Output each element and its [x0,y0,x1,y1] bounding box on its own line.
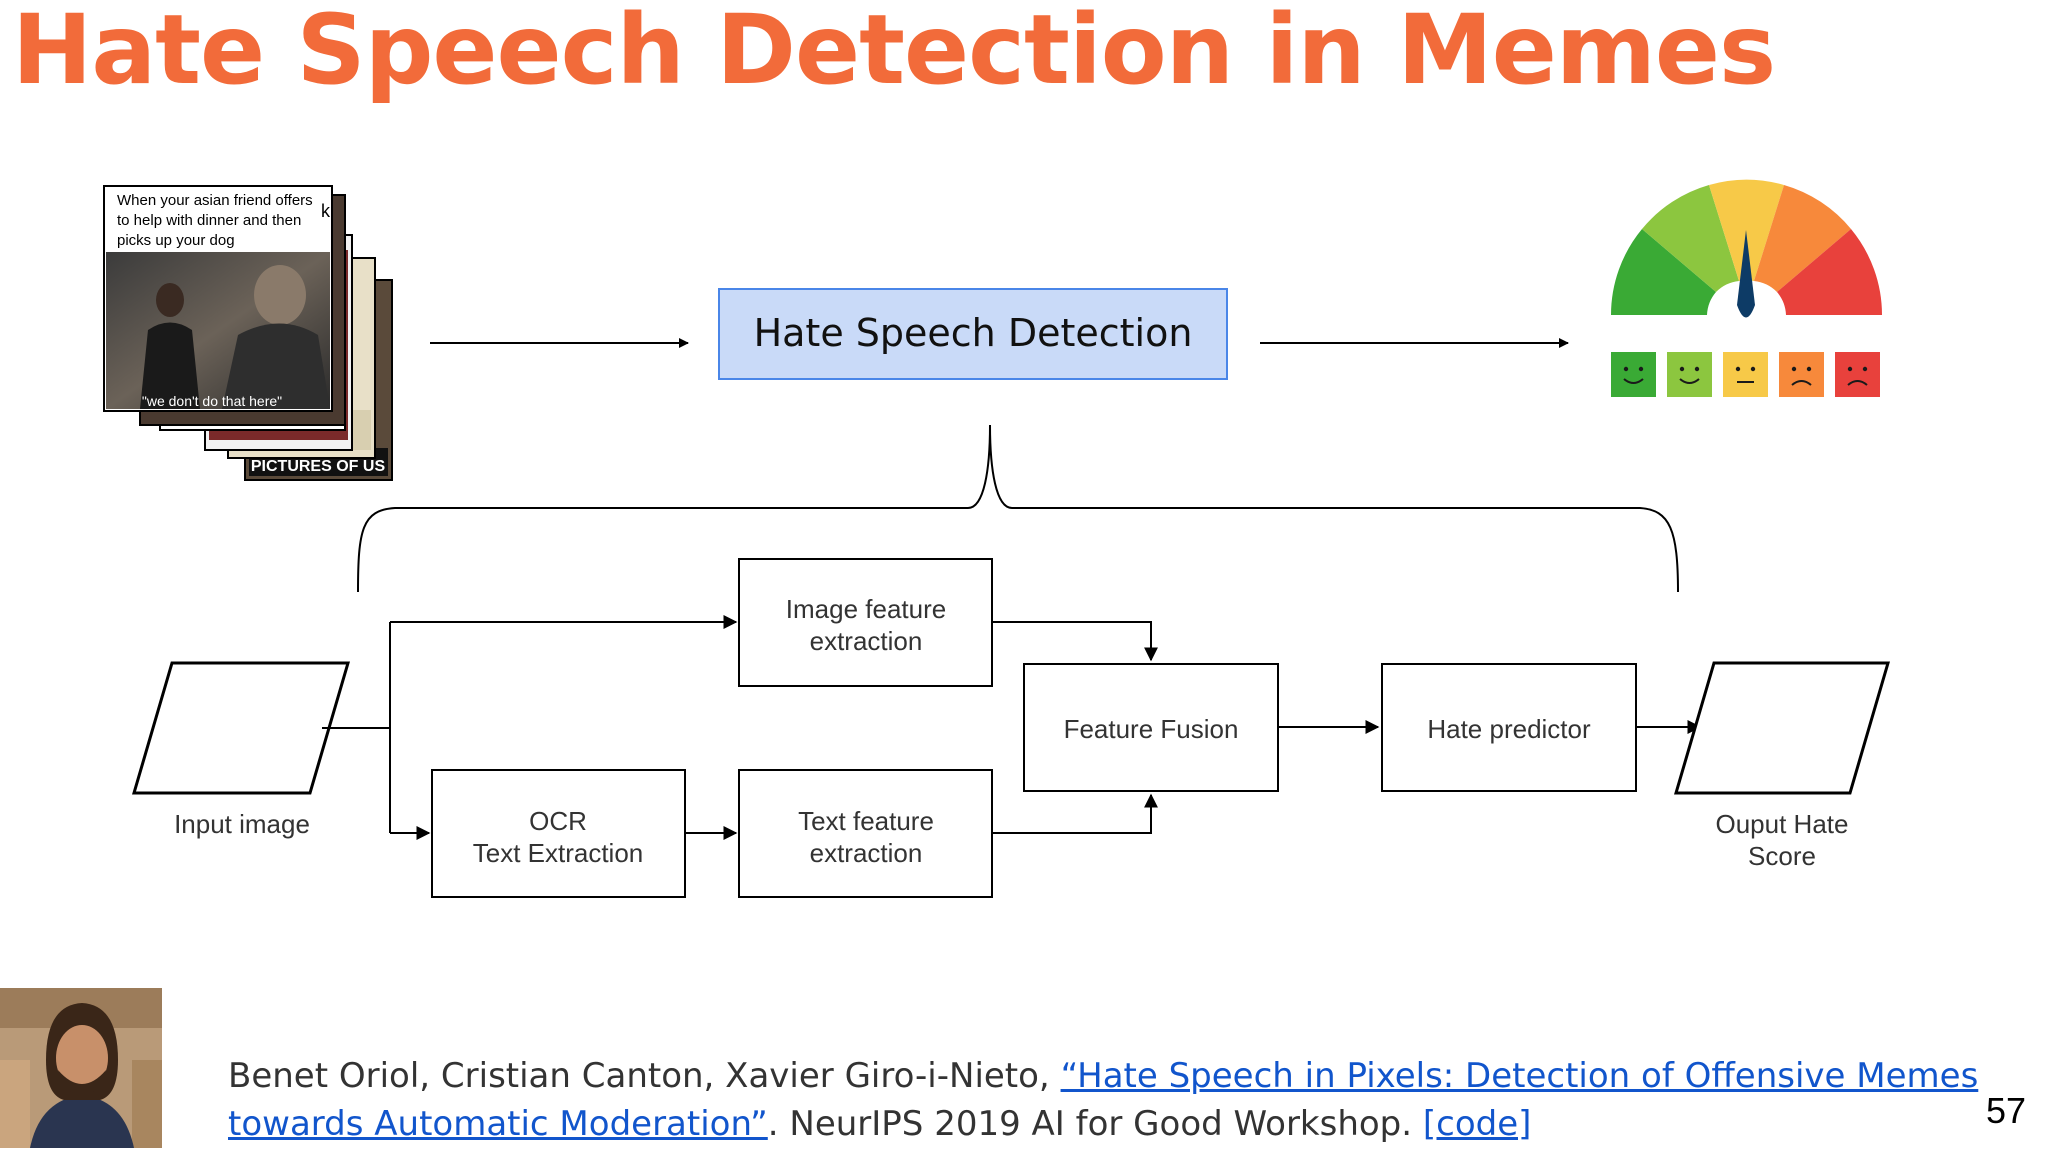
citation-authors: Benet Oriol, Cristian Canton, Xavier Gir… [228,1056,1061,1096]
face-scale [1611,352,1880,397]
hate-speech-detection-label: Hate Speech Detection [754,311,1193,355]
author-avatar [0,988,162,1148]
meme-caption-line-1: When your asian friend offers [117,192,313,209]
citation-line-1: Benet Oriol, Cristian Canton, Xavier Gir… [228,1052,1978,1100]
citation: Benet Oriol, Cristian Canton, Xavier Gir… [228,1052,1978,1148]
hate-score-gauge [1611,179,1882,318]
hate-predictor-label: Hate predictor [1427,714,1591,744]
ocr-line-2: Text Extraction [473,838,644,868]
meme-stack: PICTURES OF US k When your asian friend … [103,185,393,481]
arrow-image-feature-to-fusion [993,621,1158,662]
code-link[interactable]: [code] [1422,1104,1532,1144]
input-image-label: Input image [174,809,310,839]
meme-quote: "we don't do that here" [142,393,282,409]
citation-line-2: towards Automatic Moderation”. NeurIPS 2… [228,1100,1978,1148]
face-happy-icon [1667,352,1712,397]
paper-link-continued[interactable]: towards Automatic Moderation” [228,1104,768,1144]
feature-fusion-label: Feature Fusion [1064,714,1239,744]
meme-back-caption: PICTURES OF US [251,458,386,475]
arrow-text-feature-to-fusion [993,793,1158,834]
image-feature-line-1: Image feature [786,594,946,624]
hate-predictor-box [1381,663,1637,792]
image-feature-line-2: extraction [810,626,923,656]
meme-peek-char: k [321,201,331,221]
ocr-line-1: OCR [529,806,587,836]
text-feature-box [738,769,993,898]
feature-fusion-box [1023,663,1279,792]
text-feature-line-1: Text feature [798,806,934,836]
slide-title: Hate Speech Detection in Memes [12,0,1776,106]
gauge-needle [1737,230,1755,318]
face-sad-icon [1835,352,1880,397]
meme-caption-line-3: picks up your dog [117,232,235,249]
input-image-shape [131,661,351,795]
grouping-brace [357,424,1679,593]
ocr-box [431,769,686,898]
page-number: 57 [1985,1090,2026,1131]
output-score-shape [1673,661,1891,795]
meme-caption-line-2: to help with dinner and then [117,212,301,229]
hate-speech-detection-box [718,288,1228,380]
face-sad-icon [1779,352,1824,397]
output-label-line-2: Score [1748,841,1816,871]
citation-venue: . NeurIPS 2019 AI for Good Workshop. [767,1104,1423,1144]
face-happy-icon [1611,352,1656,397]
output-label-line-1: Ouput Hate [1716,809,1849,839]
face-neutral-icon [1723,352,1768,397]
paper-link[interactable]: “Hate Speech in Pixels: Detection of Off… [1060,1056,1979,1096]
text-feature-line-2: extraction [810,838,923,868]
image-feature-box [738,558,993,687]
